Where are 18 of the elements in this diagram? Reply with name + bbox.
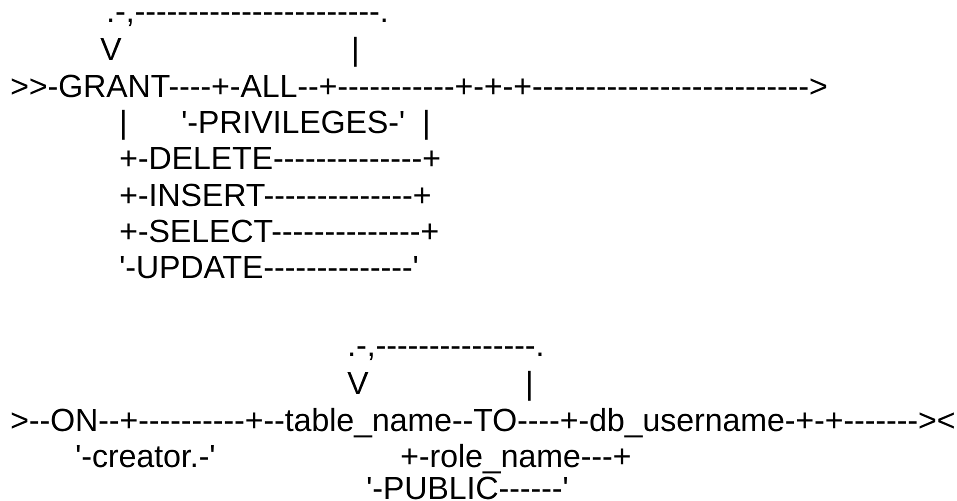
syntax-text: +-SELECT--------------+ xyxy=(120,220,438,242)
syntax-text: >>-GRANT----+-ALL--+-----------+-+-+--------------------------> xyxy=(12,74,826,98)
syntax-text: +-DELETE--------------+ xyxy=(120,147,440,169)
syntax-text: | xyxy=(425,110,428,140)
syntax-text: +-role_name---+ xyxy=(402,444,630,474)
syntax-text: V xyxy=(100,38,122,60)
syntax-text: '-PRIVILEGES-' xyxy=(182,110,404,134)
syntax-text: | xyxy=(122,110,125,140)
syntax-text: >--ON--+----------+--table_name--TO----+-db_username-+-+------->< xyxy=(12,408,954,438)
syntax-text: '-creator.-' xyxy=(76,445,214,468)
syntax-text: +-INSERT--------------+ xyxy=(120,184,430,206)
syntax-text: | xyxy=(354,36,357,67)
syntax-text: .-,-----------------------. xyxy=(109,12,386,26)
syntax-text: | xyxy=(528,370,531,401)
syntax-text: '-PUBLIC------' xyxy=(368,476,567,500)
syntax-text: '-UPDATE--------------' xyxy=(120,256,418,278)
syntax-text: .-,---------------. xyxy=(350,346,542,360)
syntax-text: V xyxy=(347,372,368,394)
